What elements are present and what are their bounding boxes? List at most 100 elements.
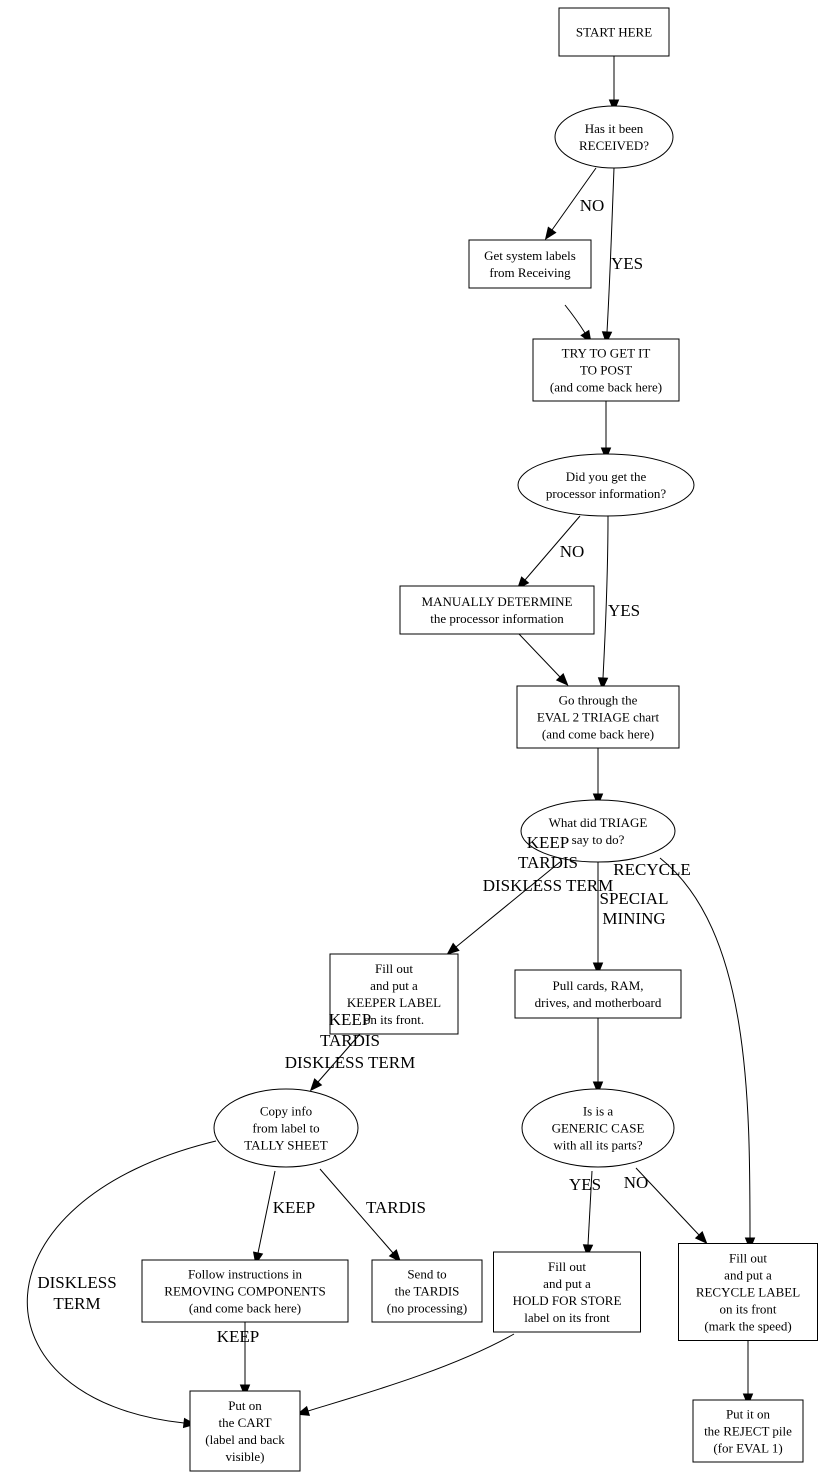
arrowhead-icon <box>582 1244 594 1258</box>
node-text-line: Is is a <box>583 1104 614 1119</box>
arrowhead-icon <box>597 677 609 691</box>
node-text-line: the REJECT pile <box>704 1424 792 1439</box>
node-text-line: Follow instructions in <box>188 1267 303 1282</box>
edge-label: DISKLESS TERM <box>285 1053 416 1072</box>
decision-ellipse <box>517 453 695 517</box>
arrowhead-icon <box>544 226 557 241</box>
node-text-line: on its front <box>719 1302 776 1317</box>
edge-proc-to-eval2 <box>597 515 609 691</box>
edge-label: KEEP <box>329 1010 372 1029</box>
edge-line <box>659 857 751 1239</box>
edge-post-to-proc <box>600 401 612 461</box>
arrowhead-icon <box>446 942 460 955</box>
node-text-line: from label to <box>252 1121 319 1136</box>
node-tally: Copy info from label to TALLY SHEET <box>213 1088 359 1168</box>
edge-line <box>551 167 597 231</box>
edge-line <box>524 515 581 581</box>
edge-pull-to-generic <box>592 1018 604 1095</box>
edge-line <box>257 1170 276 1254</box>
node-triage: What did TRIAGE say to do? <box>520 799 676 863</box>
edge-label: YES <box>611 254 643 273</box>
process-box <box>516 685 680 749</box>
decision-ellipse <box>213 1088 359 1168</box>
decision-ellipse <box>554 105 674 169</box>
process-box <box>141 1259 349 1323</box>
node-text-line: HOLD FOR STORE <box>513 1293 622 1308</box>
node-text-line: Fill out <box>375 961 413 976</box>
process-box <box>514 969 682 1019</box>
edge-label: NO <box>560 542 585 561</box>
node-text-line: What did TRIAGE <box>549 815 648 830</box>
node-text-line: Copy info <box>260 1104 312 1119</box>
node-text-line: (mark the speed) <box>704 1319 791 1334</box>
edge-line <box>455 861 561 948</box>
node-text-line: say to do? <box>572 832 625 847</box>
edge-line <box>606 167 615 333</box>
arrowhead-icon <box>694 1231 708 1244</box>
process-box <box>692 1399 804 1463</box>
node-text-line: EVAL 2 TRIAGE chart <box>537 710 660 725</box>
process-box <box>189 1390 301 1472</box>
arrowhead-icon <box>388 1249 402 1263</box>
edge-label: KEEP <box>273 1198 316 1217</box>
edge-line <box>317 1033 361 1083</box>
edge-manual-to-eval2 <box>518 633 569 686</box>
edge-label: TARDIS <box>518 853 578 872</box>
node-text-line: Pull cards, RAM, <box>553 978 644 993</box>
edge-line <box>518 633 561 678</box>
edge-eval2-to-triage <box>592 748 604 807</box>
edge-line <box>319 1168 394 1254</box>
process-box <box>493 1251 641 1333</box>
node-text-line: MANUALLY DETERMINE <box>422 594 573 609</box>
process-box <box>532 338 680 402</box>
arrowhead-icon <box>592 962 604 976</box>
node-text-line: GENERIC CASE <box>552 1121 645 1136</box>
node-text-line: label on its front <box>524 1310 610 1325</box>
node-text-line: from Receiving <box>489 265 571 280</box>
edge-line <box>635 1167 700 1236</box>
node-text-line: Put on <box>228 1398 262 1413</box>
edge-line <box>564 304 586 334</box>
process-box <box>399 585 595 635</box>
node-text-line: Send to <box>407 1267 446 1282</box>
edge-label: TERM <box>53 1294 100 1313</box>
node-text-line: the CART <box>218 1415 271 1430</box>
node-text-line: the TARDIS <box>395 1284 460 1299</box>
edge-label: YES <box>608 601 640 620</box>
decision-ellipse <box>521 1088 675 1168</box>
node-text-line: on its front. <box>364 1012 424 1027</box>
edge-line <box>27 1140 217 1424</box>
arrowhead-icon <box>555 673 569 686</box>
edge-label: SPECIAL <box>600 889 669 908</box>
edge-line <box>587 1170 593 1246</box>
node-text-line: (for EVAL 1) <box>713 1441 782 1456</box>
node-text-line: (and come back here) <box>542 727 654 742</box>
edge-triage-to-keeper <box>446 861 561 955</box>
edge-hold-to-cart <box>296 1333 515 1416</box>
edge-label: TARDIS <box>366 1198 426 1217</box>
node-text-line: RECEIVED? <box>579 138 649 153</box>
edge-label: KEEP <box>217 1327 260 1346</box>
process-box <box>468 239 592 289</box>
node-text-line: Go through the <box>559 693 638 708</box>
node-text-line: and put a <box>370 978 418 993</box>
node-text-line: TALLY SHEET <box>244 1138 328 1153</box>
decision-ellipse <box>520 799 676 863</box>
node-pull: Pull cards, RAM,drives, and motherboard <box>514 969 682 1019</box>
edge-label: TARDIS <box>320 1031 380 1050</box>
node-text-line: TO POST <box>580 363 632 378</box>
node-text-line: visible) <box>226 1449 265 1464</box>
node-start: START HERE <box>558 7 670 57</box>
node-text-line: processor information? <box>546 486 666 501</box>
edge-label: NO <box>624 1173 649 1192</box>
